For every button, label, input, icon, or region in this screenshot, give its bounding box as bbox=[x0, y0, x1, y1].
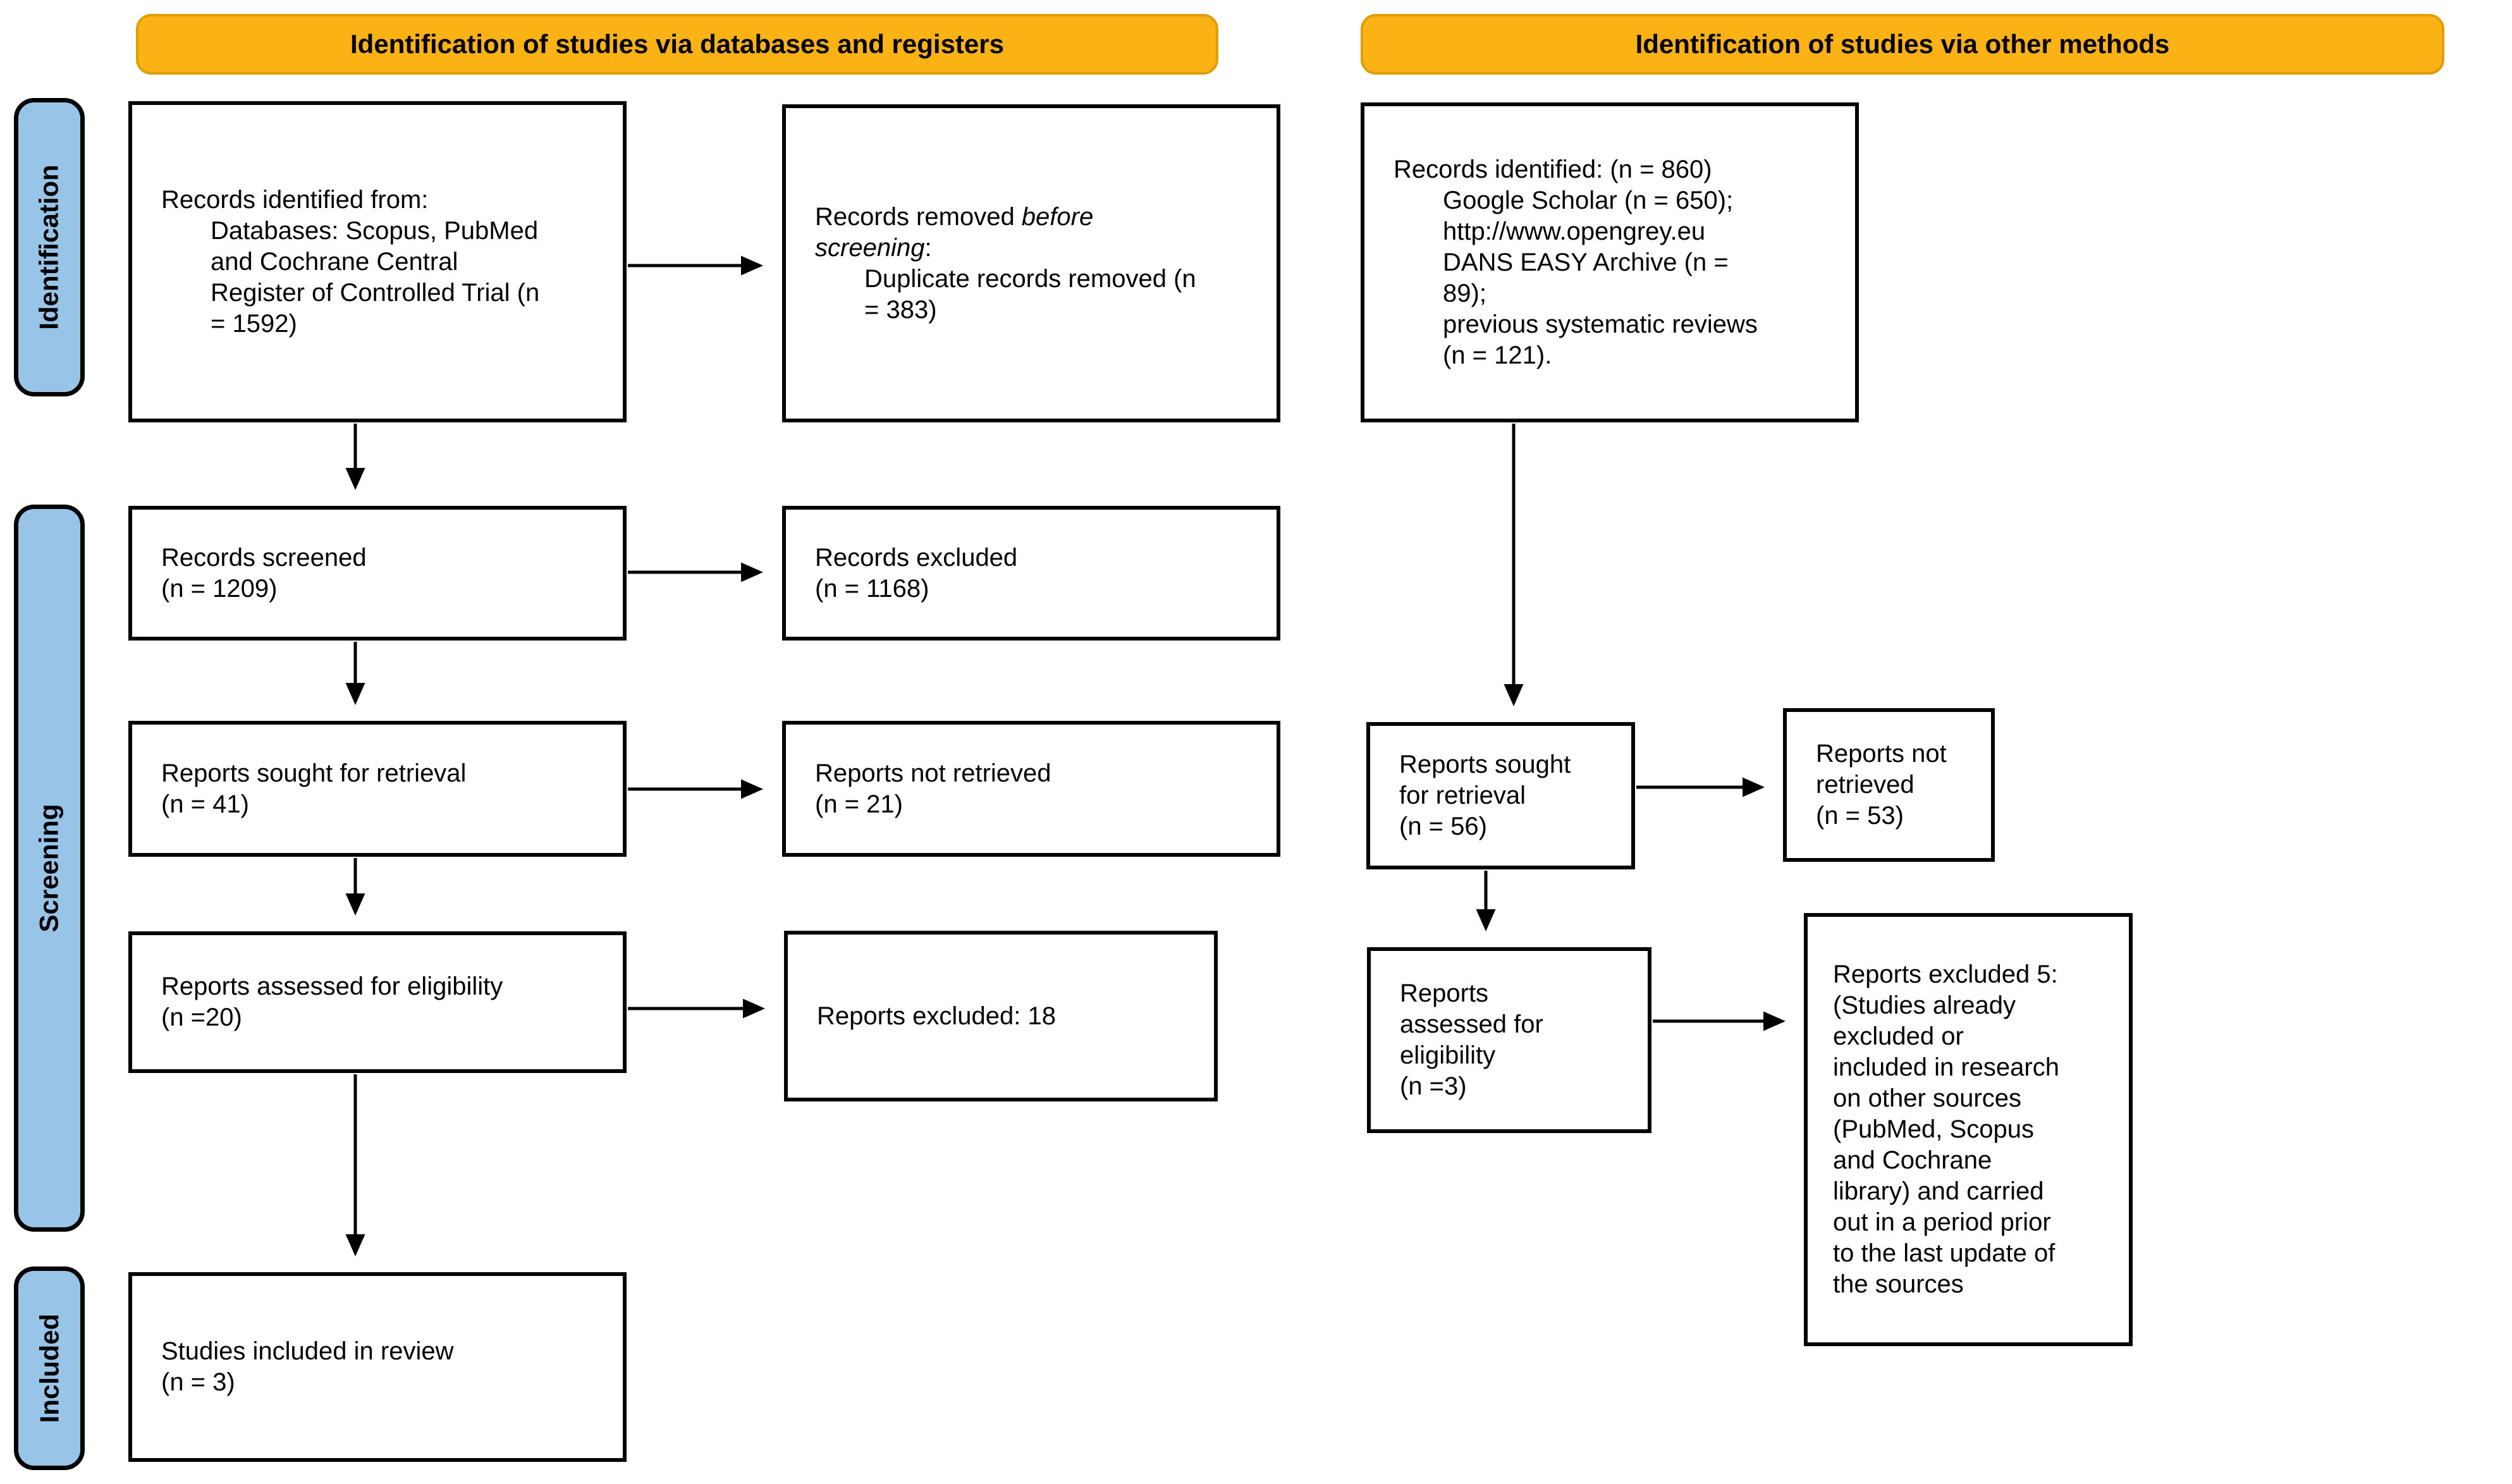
box-records-identified-other-text: Records identified: (n = 860)Google Scho… bbox=[1394, 155, 1758, 369]
box-reports-excluded-18-text: Reports excluded: 18 bbox=[817, 1002, 1057, 1030]
box-reports-sought-databases: Reports sought for retrieval(n = 41) bbox=[128, 721, 627, 857]
box-reports-sought-databases-text: Reports sought for retrieval(n = 41) bbox=[161, 759, 467, 818]
box-reports-assessed-databases: Reports assessed for eligibility(n =20) bbox=[128, 931, 627, 1073]
box-studies-included-text: Studies included in review(n = 3) bbox=[161, 1337, 454, 1396]
box-records-excluded-text: Records excluded(n = 1168) bbox=[815, 543, 1018, 603]
header-databases-registers: Identification of studies via databases … bbox=[136, 14, 1218, 75]
sidebar-identification: Identification bbox=[14, 98, 85, 396]
header-other-methods-label: Identification of studies via other meth… bbox=[1635, 29, 2170, 59]
box-reports-excluded-18: Reports excluded: 18 bbox=[784, 931, 1218, 1101]
sidebar-included-label: Included bbox=[34, 1313, 64, 1423]
sidebar-identification-label: Identification bbox=[34, 164, 64, 330]
header-databases-registers-label: Identification of studies via databases … bbox=[350, 29, 1004, 59]
box-records-screened-text: Records screened(n = 1209) bbox=[161, 543, 367, 603]
header-other-methods: Identification of studies via other meth… bbox=[1361, 14, 2444, 75]
box-records-excluded: Records excluded(n = 1168) bbox=[782, 506, 1280, 641]
sidebar-included: Included bbox=[14, 1266, 85, 1470]
box-records-identified-other: Records identified: (n = 860)Google Scho… bbox=[1361, 102, 1859, 422]
box-records-screened: Records screened(n = 1209) bbox=[128, 506, 627, 641]
sidebar-screening-label: Screening bbox=[34, 804, 64, 933]
box-reports-assessed-databases-text: Reports assessed for eligibility(n =20) bbox=[161, 972, 503, 1031]
box-records-identified-databases: Records identified from:Databases: Scopu… bbox=[128, 101, 627, 422]
sidebar-screening: Screening bbox=[14, 505, 85, 1232]
box-studies-included: Studies included in review(n = 3) bbox=[128, 1272, 627, 1462]
box-records-identified-databases-text: Records identified from:Databases: Scopu… bbox=[161, 185, 540, 338]
box-reports-not-retrieved-databases: Reports not retrieved(n = 21) bbox=[782, 721, 1280, 857]
box-reports-not-retrieved-databases-text: Reports not retrieved(n = 21) bbox=[815, 759, 1051, 818]
